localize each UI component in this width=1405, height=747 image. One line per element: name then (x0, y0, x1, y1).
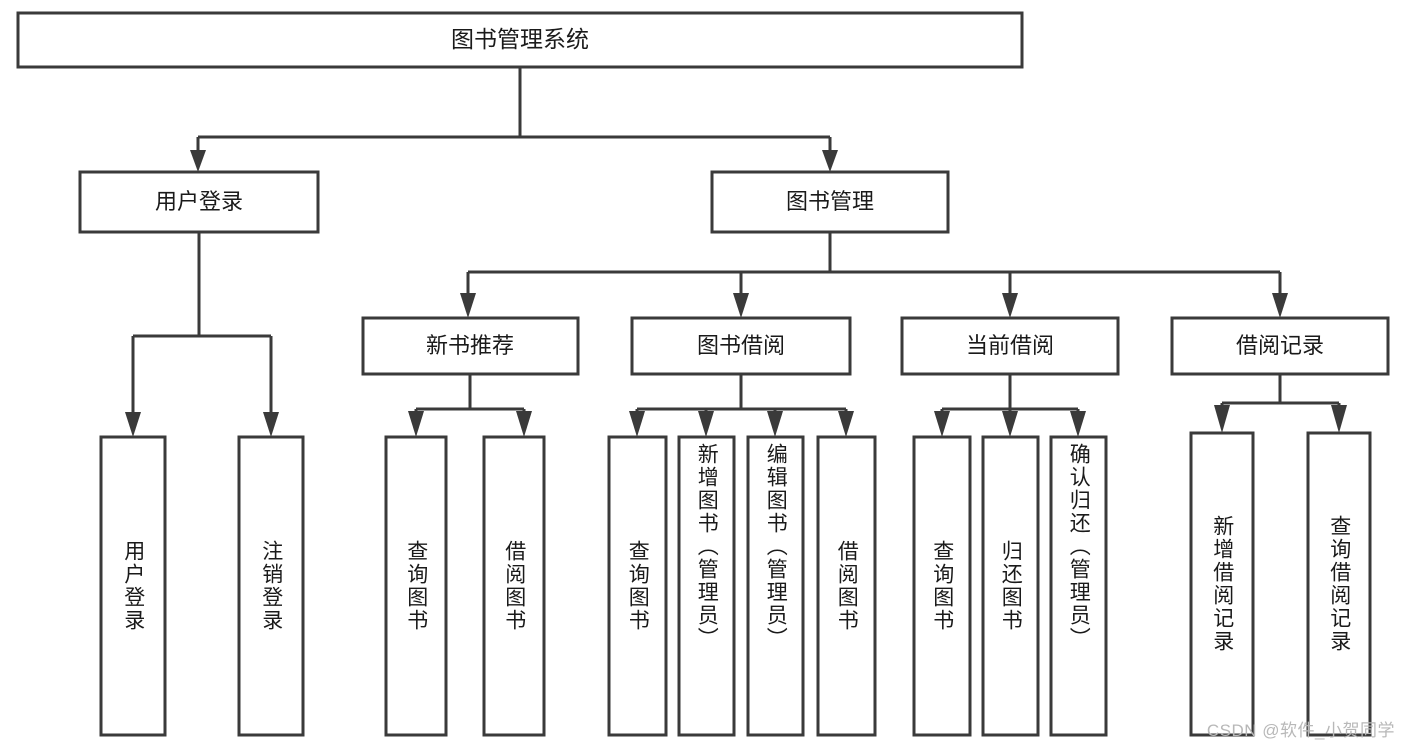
node-book-borrow-box[interactable] (630, 316, 852, 376)
arrowhead-user-login (190, 150, 206, 172)
node-book-management[interactable]: 图书管理 (710, 170, 950, 234)
node-root-label: 图书管理系统 (451, 26, 589, 52)
node-root-box[interactable] (16, 11, 1024, 69)
leaf-box-return-book[interactable] (981, 435, 1040, 737)
node-current-borrow[interactable]: 当前借阅 (900, 316, 1120, 376)
node-current-borrow-label: 当前借阅 (966, 333, 1054, 358)
node-current-borrow-box[interactable] (900, 316, 1120, 376)
node-borrow-record-box[interactable] (1170, 316, 1390, 376)
arrowhead-new-book-recommend (460, 293, 476, 318)
node-borrow-record[interactable]: 借阅记录 (1170, 316, 1390, 376)
arrowhead-leaf-query-record (1331, 405, 1347, 433)
leaf-box-query-book-3[interactable] (912, 435, 972, 737)
leaf-box-query-book-1[interactable] (384, 435, 448, 737)
arrowhead-leaf-query-book-1 (408, 411, 424, 437)
leaf-box-query-record[interactable] (1306, 431, 1372, 737)
leaf-box-edit-book[interactable] (746, 435, 805, 737)
node-new-book-recommend[interactable]: 新书推荐 (361, 316, 580, 376)
node-book-management-label: 图书管理 (786, 189, 874, 214)
arrowhead-current-borrow (1002, 293, 1018, 318)
leaf-box-confirm-return[interactable] (1049, 435, 1108, 737)
leaf-box-add-record[interactable] (1189, 431, 1255, 737)
leaf-box-user-login[interactable] (99, 435, 167, 737)
node-user-login-label: 用户登录 (155, 189, 243, 214)
leaf-box-borrow-book-1[interactable] (482, 435, 546, 737)
node-book-management-box[interactable] (710, 170, 950, 234)
node-root[interactable]: 图书管理系统 (16, 11, 1024, 69)
leaf-box-borrow-book-2[interactable] (816, 435, 877, 737)
arrowhead-leaf-return-book (1002, 411, 1018, 437)
arrowhead-leaf-borrow-book-2 (838, 411, 854, 437)
node-book-borrow[interactable]: 图书借阅 (630, 316, 852, 376)
leaf-box-add-book[interactable] (677, 435, 736, 737)
arrowhead-leaf-borrow-book-1 (516, 411, 532, 437)
node-borrow-record-label: 借阅记录 (1236, 333, 1324, 358)
leaf-box-query-book-2[interactable] (607, 435, 668, 737)
node-new-book-recommend-label: 新书推荐 (426, 333, 514, 358)
arrowhead-borrow-record (1272, 293, 1288, 318)
arrowhead-leaf-query-book-3 (934, 411, 950, 437)
arrowhead-leaf-add-book (698, 411, 714, 437)
arrowhead-leaf-confirm-return (1070, 411, 1086, 437)
node-book-borrow-label: 图书借阅 (697, 333, 785, 358)
arrowhead-book-borrow (733, 293, 749, 318)
arrowhead-leaf-add-record (1214, 405, 1230, 433)
arrowhead-book-management (822, 150, 838, 172)
arrowhead-leaf-query-book-2 (629, 411, 645, 437)
csdn-watermark: CSDN @软件_小贺同学 (1206, 721, 1395, 740)
node-new-book-recommend-box[interactable] (361, 316, 580, 376)
arrowhead-leaf-edit-book (767, 411, 783, 437)
node-user-login[interactable]: 用户登录 (78, 170, 320, 234)
arrowhead-leaf-user-login (125, 412, 141, 437)
leaf-box-logout-login[interactable] (237, 435, 305, 737)
arrowhead-leaf-logout-login (263, 412, 279, 437)
